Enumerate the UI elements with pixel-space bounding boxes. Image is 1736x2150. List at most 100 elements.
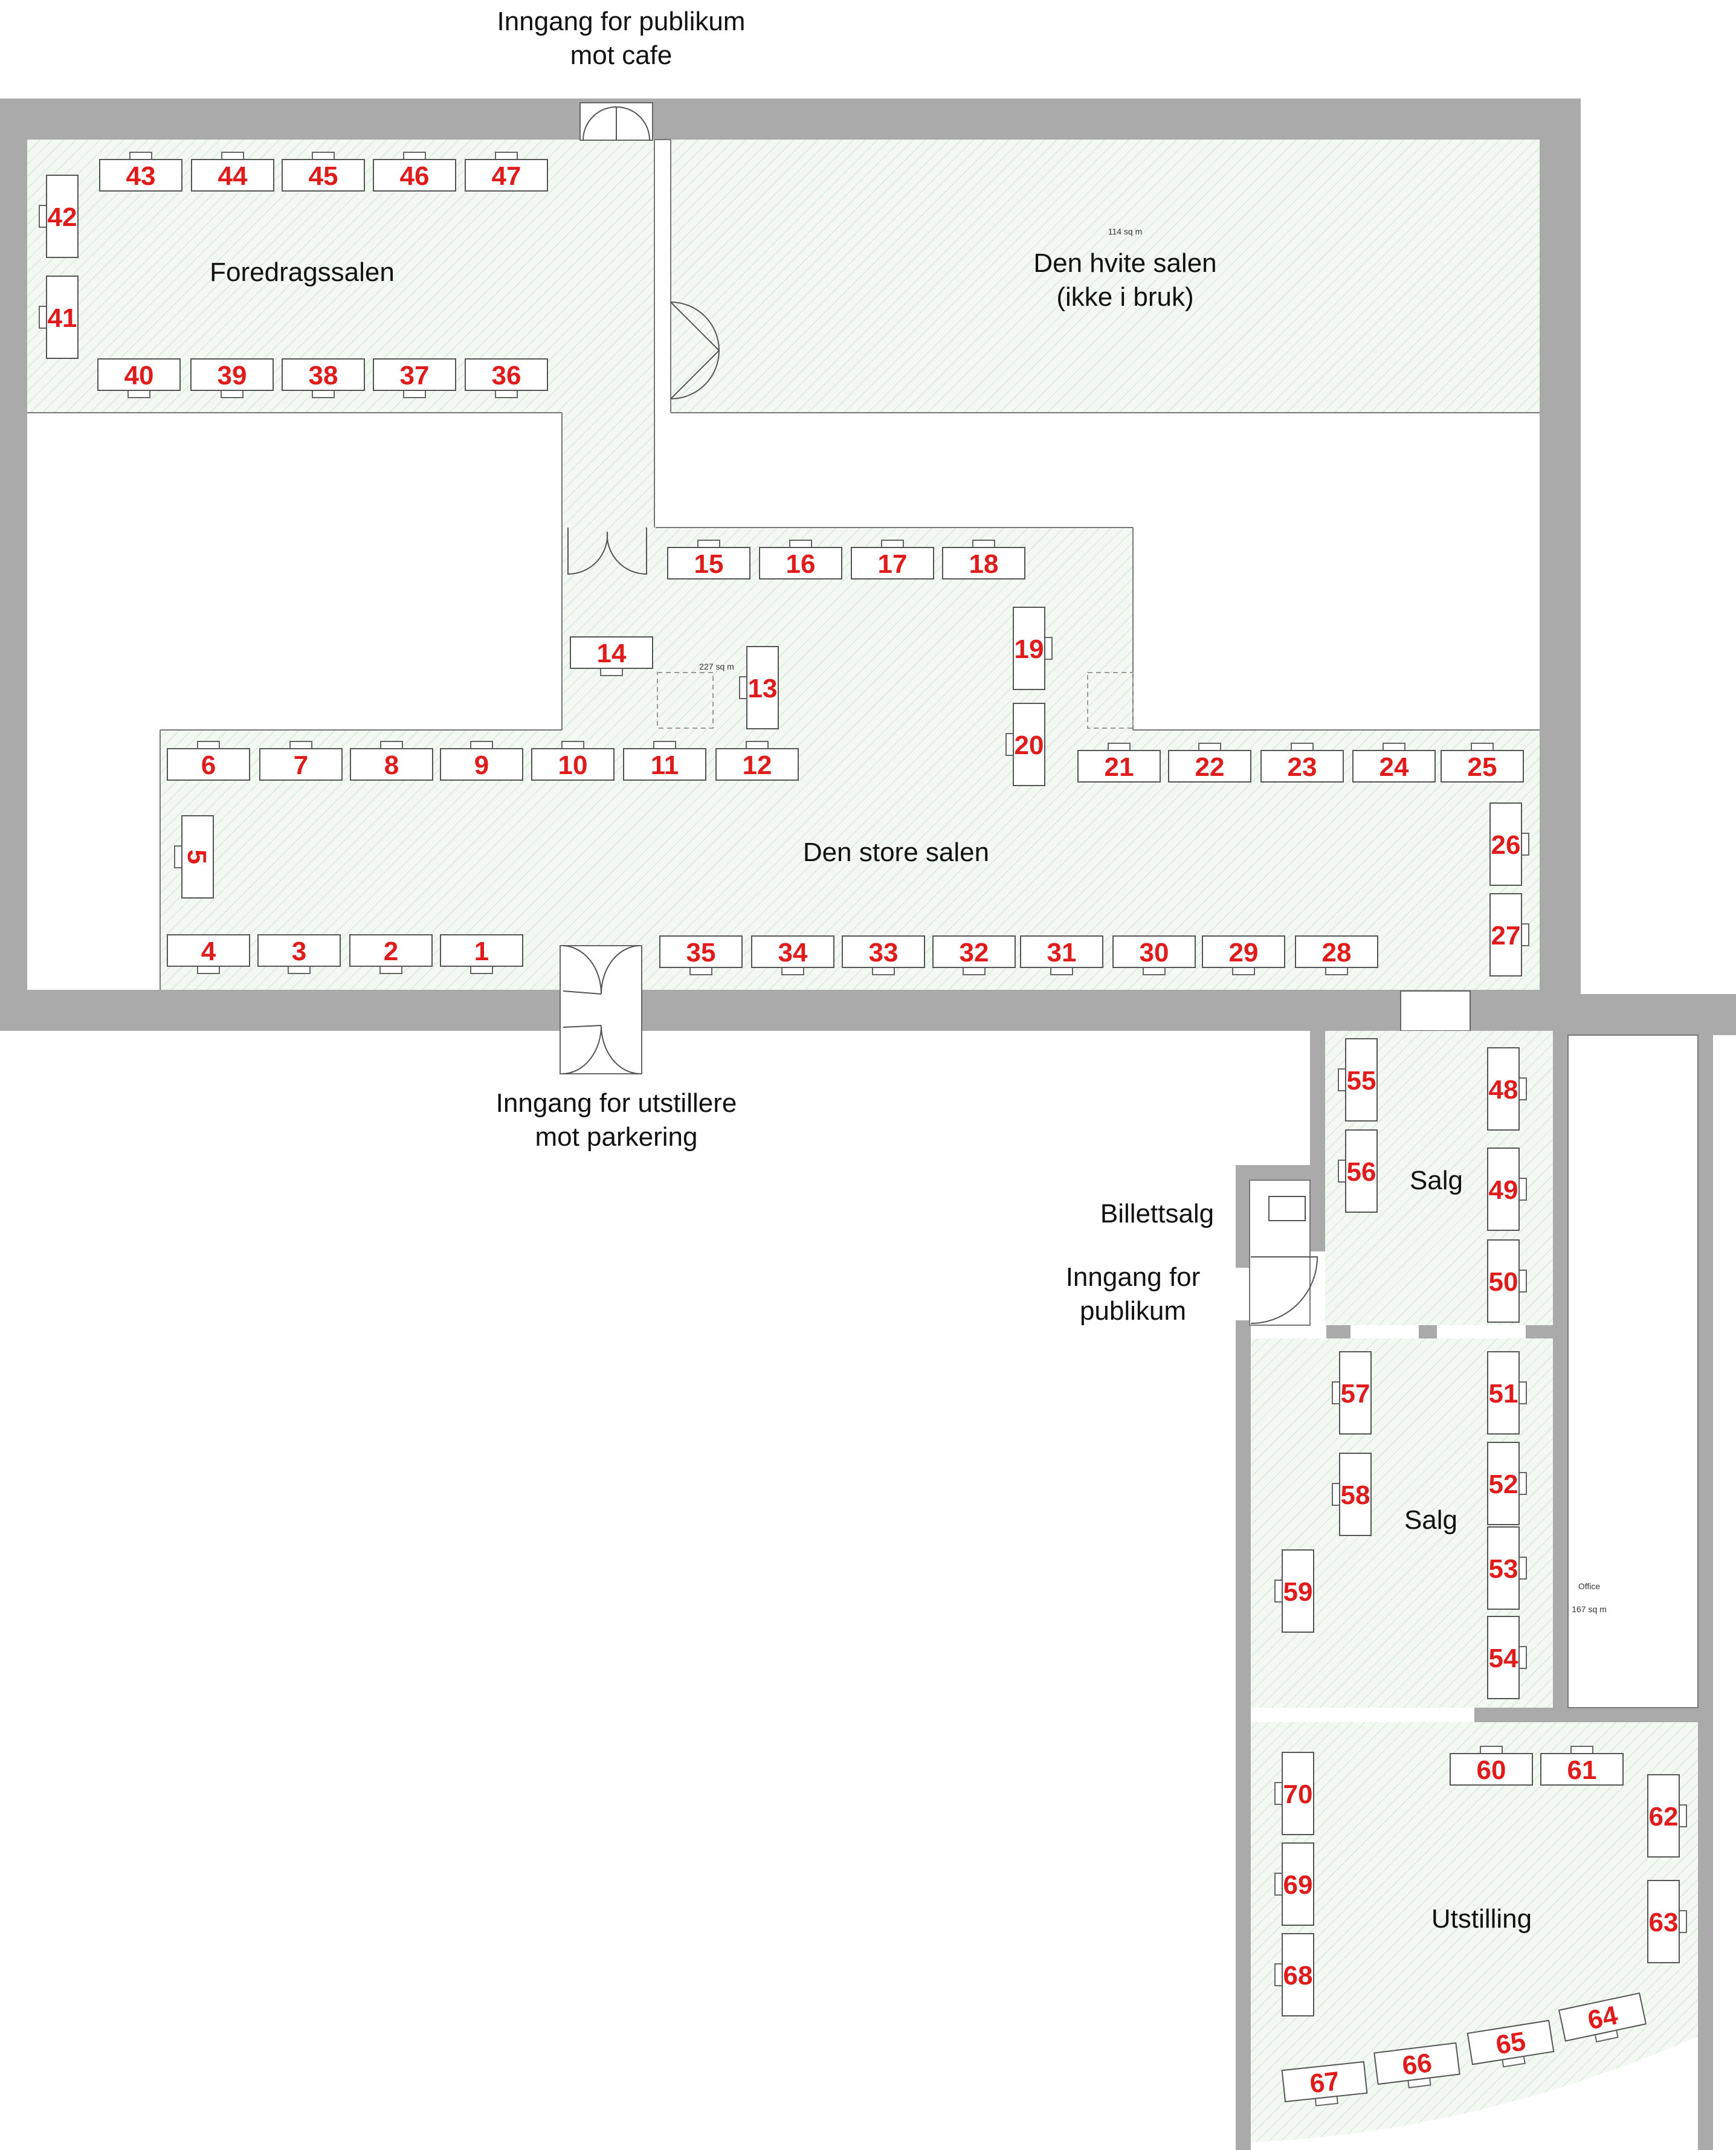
table-top-55 xyxy=(1345,1038,1378,1122)
table-top-11 xyxy=(623,748,706,781)
table-top-49 xyxy=(1487,1148,1520,1231)
table-27: 27 xyxy=(1489,893,1529,977)
table-45: 45 xyxy=(282,152,365,192)
table-number-60: 60 xyxy=(1477,1755,1506,1785)
table-7: 7 xyxy=(259,741,343,781)
table-12: 12 xyxy=(715,741,799,781)
chair-63 xyxy=(1679,1910,1687,1933)
table-51: 51 xyxy=(1487,1351,1527,1435)
table-21: 21 xyxy=(1077,743,1161,783)
table-top-47 xyxy=(465,159,548,192)
table-top-61 xyxy=(1540,1753,1624,1786)
table-18: 18 xyxy=(942,540,1025,579)
table-number-45: 45 xyxy=(309,161,338,191)
table-50: 50 xyxy=(1487,1239,1527,1323)
room-corridor xyxy=(562,413,656,528)
table-number-23: 23 xyxy=(1288,752,1317,782)
table-top-19 xyxy=(1013,607,1045,690)
chair-2 xyxy=(379,966,402,974)
table-48: 48 xyxy=(1487,1047,1527,1131)
table-number-51: 51 xyxy=(1489,1379,1518,1409)
table-34: 34 xyxy=(751,935,834,975)
table-40: 40 xyxy=(97,358,181,398)
table-number-27: 27 xyxy=(1491,921,1521,951)
chair-68 xyxy=(1274,1963,1283,1986)
hvite-area-label: 114 sq m xyxy=(1108,227,1143,236)
chair-49 xyxy=(1518,1178,1527,1201)
chair-24 xyxy=(1383,743,1405,751)
table-number-69: 69 xyxy=(1283,1870,1313,1900)
table-32: 32 xyxy=(932,935,1016,975)
chair-40 xyxy=(127,390,150,398)
table-number-39: 39 xyxy=(218,361,247,390)
table-number-65: 65 xyxy=(1494,2026,1528,2060)
table-3: 3 xyxy=(257,934,341,974)
table-35: 35 xyxy=(659,935,743,975)
chair-70 xyxy=(1274,1782,1283,1805)
table-top-68 xyxy=(1282,1933,1314,2016)
table-top-37 xyxy=(373,358,456,391)
chair-69 xyxy=(1274,1873,1283,1896)
table-46: 46 xyxy=(373,152,456,192)
table-8: 8 xyxy=(350,741,433,781)
chair-18 xyxy=(972,540,995,548)
chair-62 xyxy=(1679,1804,1687,1827)
table-top-23 xyxy=(1260,750,1344,783)
entrance-bottom-label-line2: mot parkering xyxy=(535,1122,697,1152)
table-56: 56 xyxy=(1338,1129,1378,1213)
table-number-13: 13 xyxy=(748,674,778,703)
table-number-53: 53 xyxy=(1489,1554,1518,1584)
table-number-19: 19 xyxy=(1015,634,1044,664)
salg-upper-label: Salg xyxy=(1410,1166,1463,1195)
table-64: 64 xyxy=(1558,1992,1647,2043)
table-top-50 xyxy=(1487,1239,1520,1323)
table-number-8: 8 xyxy=(384,751,399,780)
utstilling-label: Utstilling xyxy=(1431,1904,1532,1934)
table-top-60 xyxy=(1450,1753,1533,1786)
table-30: 30 xyxy=(1112,935,1196,975)
table-70: 70 xyxy=(1274,1752,1314,1835)
store-area-label: 227 sq m xyxy=(699,662,734,671)
table-26: 26 xyxy=(1489,802,1529,886)
table-number-36: 36 xyxy=(492,361,521,390)
table-top-58 xyxy=(1339,1453,1372,1536)
hvite-salen-label-line2: (ikke i bruk) xyxy=(1056,282,1193,312)
table-43: 43 xyxy=(99,152,182,192)
table-55: 55 xyxy=(1338,1038,1378,1122)
table-number-43: 43 xyxy=(126,161,156,191)
table-top-1 xyxy=(440,934,523,967)
table-number-12: 12 xyxy=(743,751,772,780)
table-63: 63 xyxy=(1647,1880,1687,1963)
inner-walls xyxy=(27,139,1540,990)
table-top-16 xyxy=(759,547,842,579)
table-10: 10 xyxy=(531,741,615,781)
table-top-4 xyxy=(167,934,250,967)
table-5: 5 xyxy=(174,815,214,899)
chair-17 xyxy=(881,540,904,548)
table-number-61: 61 xyxy=(1567,1755,1597,1785)
chair-29 xyxy=(1232,967,1255,975)
chair-13 xyxy=(739,676,747,699)
entrance-public-label-line2: publikum xyxy=(1080,1296,1186,1326)
table-top-13 xyxy=(746,646,779,729)
table-number-55: 55 xyxy=(1347,1066,1376,1096)
chair-61 xyxy=(1570,1746,1593,1754)
table-41: 41 xyxy=(39,276,79,359)
table-65: 65 xyxy=(1467,2019,1555,2068)
table-top-5 xyxy=(181,815,214,899)
table-top-52 xyxy=(1487,1442,1520,1525)
table-top-12 xyxy=(715,748,799,781)
wall-top xyxy=(0,98,1581,140)
table-28: 28 xyxy=(1295,935,1378,975)
table-15: 15 xyxy=(667,540,750,579)
table-9: 9 xyxy=(440,741,523,781)
chair-30 xyxy=(1143,967,1166,975)
table-number-14: 14 xyxy=(597,639,627,668)
table-33: 33 xyxy=(842,935,925,975)
chair-35 xyxy=(689,967,712,975)
table-number-48: 48 xyxy=(1489,1075,1518,1105)
table-top-66 xyxy=(1373,2042,1460,2085)
chair-36 xyxy=(495,390,518,398)
hvite-salen-label-line1: Den hvite salen xyxy=(1033,248,1216,278)
chair-9 xyxy=(470,741,493,749)
